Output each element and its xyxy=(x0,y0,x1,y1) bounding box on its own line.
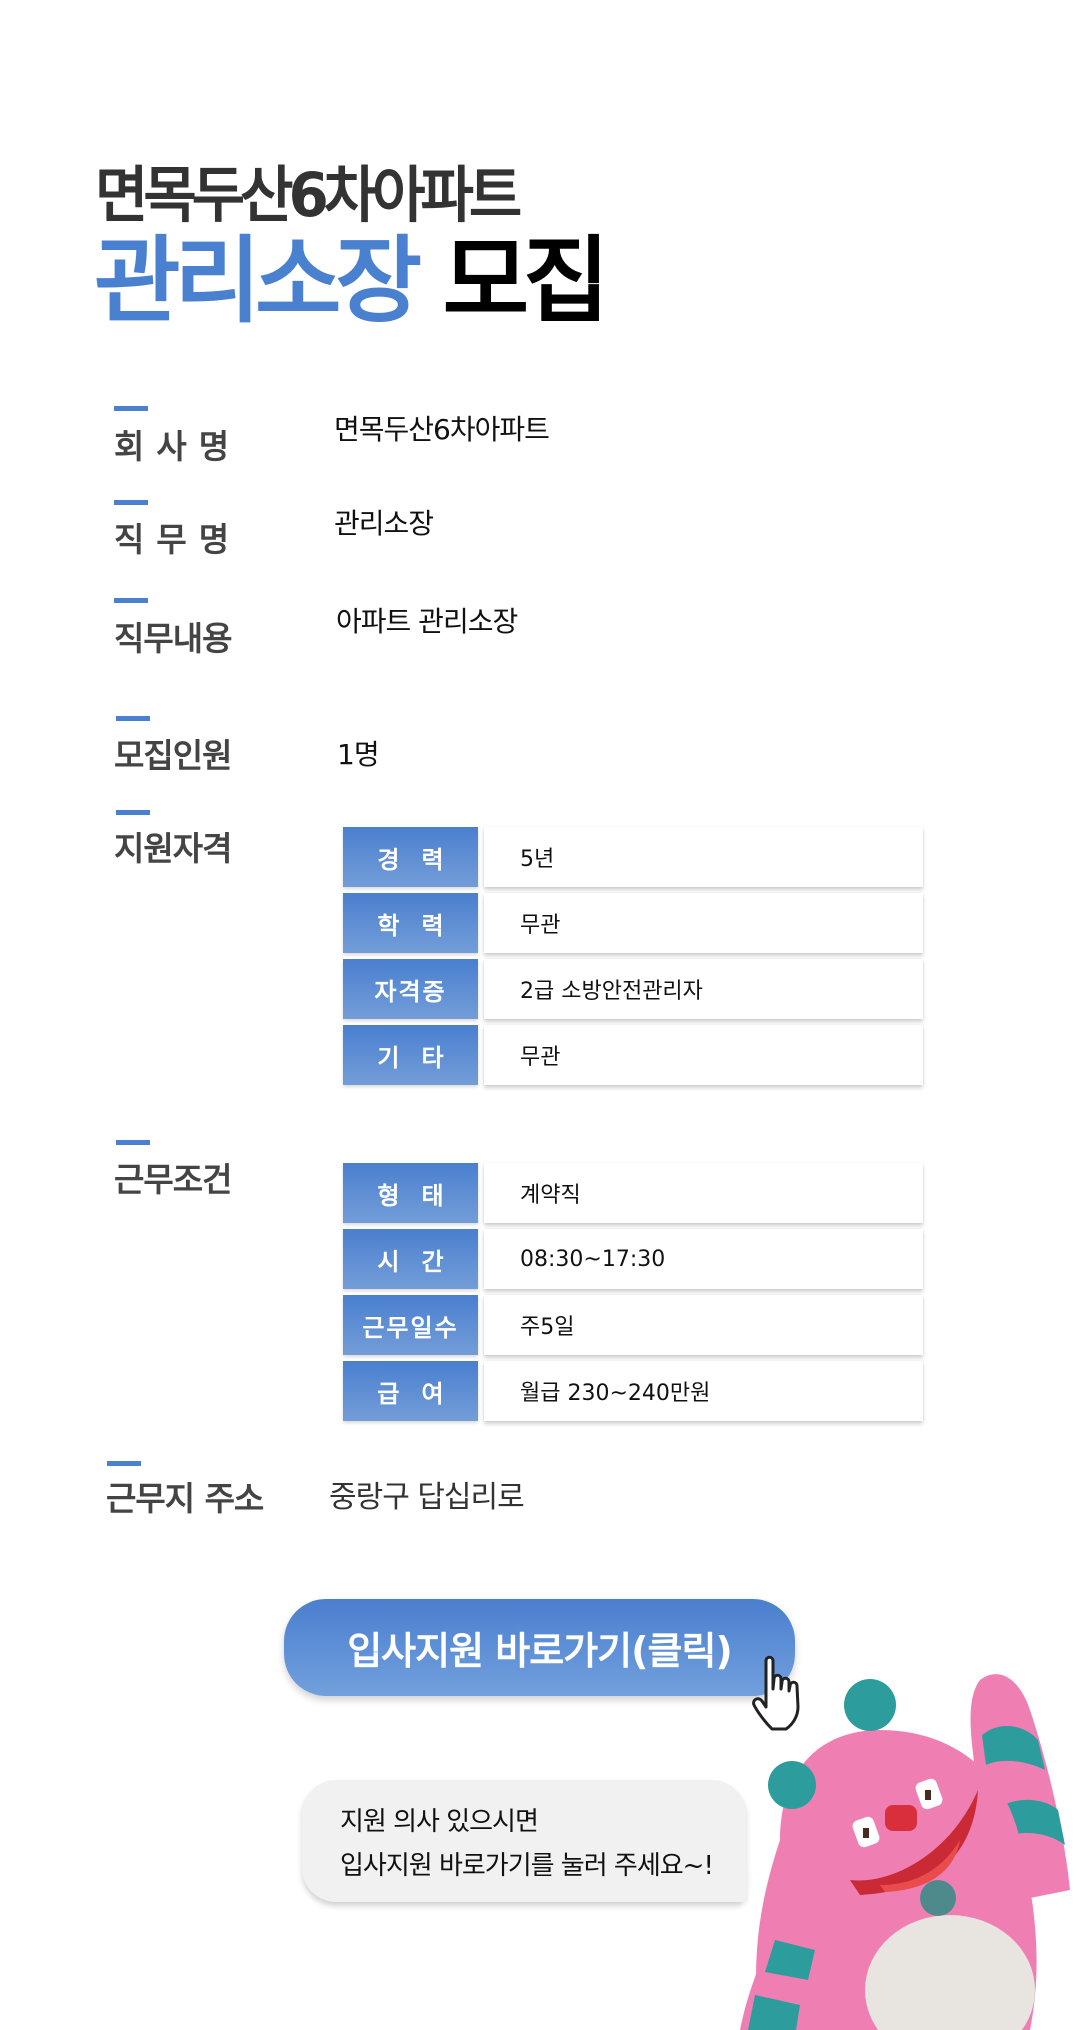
speech-bubble-tail xyxy=(726,1870,748,1902)
qualifications-table: 경력 5년 학력 무관 자격증 2급 소방안전관리자 기타 무관 xyxy=(343,827,923,1091)
section-dash xyxy=(107,1461,141,1466)
table-row: 근무일수 주5일 xyxy=(343,1295,923,1355)
conditions-table: 형태 계약직 시간 08:30~17:30 근무일수 주5일 급여 월급 230… xyxy=(343,1163,923,1427)
row-value: 주5일 xyxy=(484,1295,923,1355)
row-key: 학력 xyxy=(343,893,478,953)
page-title: 관리소장 모집 xyxy=(94,232,610,332)
speech-line-1: 지원 의사 있으시면 xyxy=(340,1807,539,1837)
job-title-label: 직무명 xyxy=(114,520,242,559)
table-row: 경력 5년 xyxy=(343,827,923,887)
row-key: 시간 xyxy=(343,1229,478,1289)
job-desc-value: 아파트 관리소장 xyxy=(336,605,518,638)
row-value: 계약직 xyxy=(484,1163,923,1223)
row-key: 기타 xyxy=(343,1025,478,1085)
section-dash xyxy=(114,406,148,411)
address-value: 중랑구 답십리로 xyxy=(329,1480,525,1515)
qualifications-label: 지원자격 xyxy=(114,829,232,868)
row-value: 5년 xyxy=(484,827,923,887)
row-key: 경력 xyxy=(343,827,478,887)
company-title: 면목두산6차아파트 xyxy=(95,159,522,231)
pointing-hand-cursor-icon xyxy=(752,1655,800,1731)
recruit-word: 모집 xyxy=(442,227,610,336)
table-row: 형태 계약직 xyxy=(343,1163,923,1223)
row-key: 근무일수 xyxy=(343,1295,478,1355)
row-value: 무관 xyxy=(484,1025,923,1085)
table-row: 시간 08:30~17:30 xyxy=(343,1229,923,1289)
company-value: 면목두산6차아파트 xyxy=(334,413,550,446)
speech-bubble-text: 지원 의사 있으시면 입사지원 바로가기를 눌러 주세요~! xyxy=(340,1800,714,1888)
apply-button[interactable]: 입사지원 바로가기(클릭) xyxy=(284,1599,795,1696)
table-row: 자격증 2급 소방안전관리자 xyxy=(343,959,923,1019)
headcount-label: 모집인원 xyxy=(114,736,232,775)
table-row: 기타 무관 xyxy=(343,1025,923,1085)
company-label: 회사명 xyxy=(114,427,242,466)
speech-bubble xyxy=(302,1780,746,1902)
position-title: 관리소장 xyxy=(94,227,422,336)
section-dash xyxy=(114,598,148,603)
table-row: 급여 월급 230~240만원 xyxy=(343,1361,923,1421)
mascot-illustration xyxy=(740,1674,1070,2030)
address-label: 근무지 주소 xyxy=(106,1479,264,1518)
conditions-label: 근무조건 xyxy=(114,1160,232,1199)
row-key: 자격증 xyxy=(343,959,478,1019)
apply-button-label: 입사지원 바로가기(클릭) xyxy=(347,1629,733,1673)
section-dash xyxy=(116,716,150,721)
row-value: 08:30~17:30 xyxy=(484,1229,923,1289)
table-row: 학력 무관 xyxy=(343,893,923,953)
row-key: 급여 xyxy=(343,1361,478,1421)
row-value: 2급 소방안전관리자 xyxy=(484,959,923,1019)
headcount-value: 1명 xyxy=(337,738,380,771)
section-dash xyxy=(114,500,148,505)
job-title-value: 관리소장 xyxy=(334,507,434,540)
job-desc-label: 직무내용 xyxy=(114,619,232,658)
speech-line-2: 입사지원 바로가기를 눌러 주세요~! xyxy=(340,1851,714,1881)
row-value: 무관 xyxy=(484,893,923,953)
row-value: 월급 230~240만원 xyxy=(484,1361,923,1421)
section-dash xyxy=(116,810,150,815)
section-dash xyxy=(116,1140,150,1145)
row-key: 형태 xyxy=(343,1163,478,1223)
